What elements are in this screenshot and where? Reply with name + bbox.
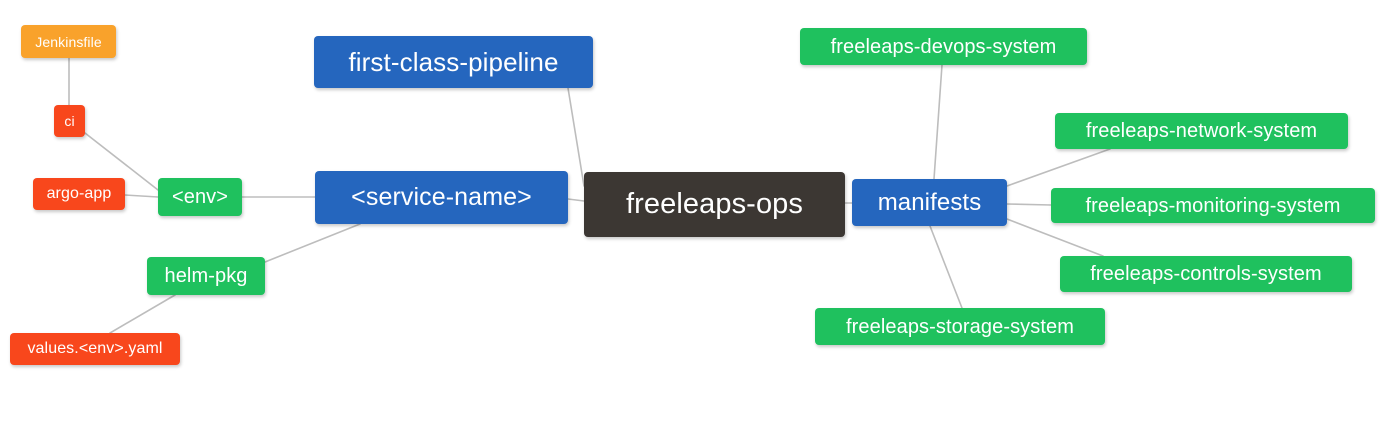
mindmap-node-manifests[interactable]: manifests xyxy=(852,179,1007,226)
mindmap-node-freeleaps-network-system[interactable]: freeleaps-network-system xyxy=(1055,113,1348,149)
mindmap-node-env[interactable]: <env> xyxy=(158,178,242,216)
mindmap-node-values-env-yaml[interactable]: values.<env>.yaml xyxy=(10,333,180,365)
mindmap-edge xyxy=(264,223,361,263)
mindmap-node-label: ci xyxy=(64,113,75,129)
mindmap-node-label: freeleaps-devops-system xyxy=(830,35,1057,58)
mindmap-node-freeleaps-ops[interactable]: freeleaps-ops xyxy=(584,172,845,237)
mindmap-node-freeleaps-monitoring-system[interactable]: freeleaps-monitoring-system xyxy=(1051,188,1375,223)
mindmap-node-argo-app[interactable]: argo-app xyxy=(33,178,125,210)
mindmap-node-label: freeleaps-controls-system xyxy=(1090,263,1322,285)
mindmap-edge xyxy=(1006,218,1104,257)
mindmap-node-label: argo-app xyxy=(46,185,112,202)
mindmap-edge xyxy=(933,64,943,180)
mindmap-edge xyxy=(109,294,176,334)
mindmap-node-freeleaps-controls-system[interactable]: freeleaps-controls-system xyxy=(1060,256,1352,292)
mindmap-node-label: freeleaps-ops xyxy=(625,188,803,220)
mindmap-node-service-name[interactable]: <service-name> xyxy=(315,171,568,224)
mindmap-node-label: freeleaps-monitoring-system xyxy=(1085,194,1341,217)
mindmap-node-ci[interactable]: ci xyxy=(54,105,85,137)
mindmap-edge xyxy=(1006,203,1052,206)
mindmap-edge xyxy=(929,225,963,309)
mindmap-node-label: manifests xyxy=(877,188,982,216)
mindmap-edge xyxy=(567,198,585,202)
mindmap-node-freeleaps-storage-system[interactable]: freeleaps-storage-system xyxy=(815,308,1105,345)
mindmap-node-label: values.<env>.yaml xyxy=(27,340,163,357)
mindmap-node-first-class-pipeline[interactable]: first-class-pipeline xyxy=(314,36,593,88)
mindmap-node-label: helm-pkg xyxy=(164,265,248,287)
mindmap-node-jenkinsfile[interactable]: Jenkinsfile xyxy=(21,25,116,58)
mindmap-edge xyxy=(124,194,159,198)
mindmap-node-label: <env> xyxy=(171,186,229,208)
mindmap-node-helm-pkg[interactable]: helm-pkg xyxy=(147,257,265,295)
mindmap-node-label: first-class-pipeline xyxy=(348,47,559,77)
mindmap-node-label: Jenkinsfile xyxy=(35,33,102,50)
mindmap-node-label: <service-name> xyxy=(351,183,532,211)
mindmap-edge xyxy=(567,87,585,187)
mindmap-node-label: freeleaps-storage-system xyxy=(845,315,1075,338)
mindmap-node-label: freeleaps-network-system xyxy=(1085,120,1318,142)
mindmap-edge xyxy=(1006,148,1111,187)
mindmap-node-freeleaps-devops-system[interactable]: freeleaps-devops-system xyxy=(800,28,1087,65)
